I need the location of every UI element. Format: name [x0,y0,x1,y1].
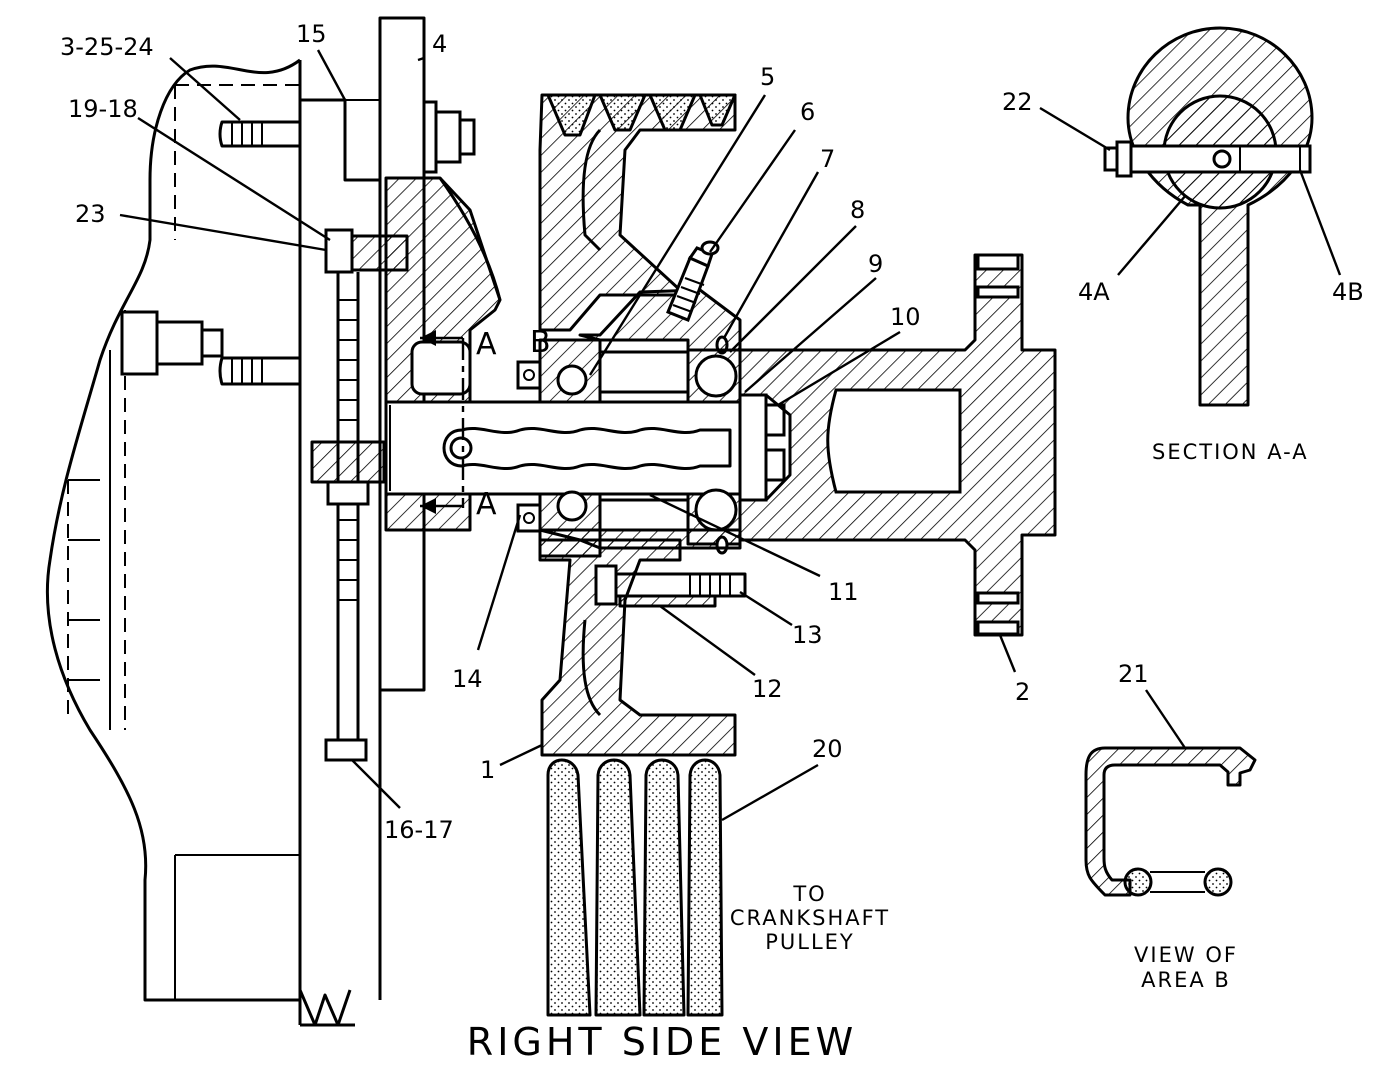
crankshaft-caption-line3: PULLEY [765,930,855,954]
callout-4b: 4B [1332,278,1364,306]
callout-15: 15 [296,20,327,48]
callout-20: 20 [812,735,843,763]
callout-16-17: 16-17 [384,816,454,844]
crankshaft-note: TO CRANKSHAFT PULLEY [730,882,890,954]
callout-4: 4 [432,30,447,58]
callout-9: 9 [868,250,883,278]
crankshaft-caption-line2: CRANKSHAFT [730,906,890,930]
bearings [516,288,742,558]
callout-1: 1 [480,756,495,784]
callout-10: 10 [890,303,921,331]
retainer-plate [738,393,786,502]
fan-adapter [738,253,1057,637]
callout-14: 14 [452,665,483,693]
callout-11: 11 [828,578,859,606]
section-marker-a-lower: A [476,487,497,522]
bearing-housing [384,176,743,532]
section-marker-a-upper: A [476,327,497,362]
callout-19-18: 19-18 [68,95,138,123]
callout-21: 21 [1118,660,1149,688]
view-b-caption-line1: VIEW OF [1134,943,1238,967]
callout-3-25-24: 3-25-24 [60,33,154,61]
callouts: 3-25-24 15 4 19-18 23 5 6 7 8 9 10 11 13… [60,20,1364,844]
callout-2: 2 [1015,678,1030,706]
callout-7: 7 [820,145,835,173]
callout-13: 13 [792,621,823,649]
crankshaft-caption-line1: TO [792,882,826,906]
callout-12: 12 [752,675,783,703]
fan-pulley [538,93,737,757]
v-belts [546,758,724,1017]
view-title: RIGHT SIDE VIEW [467,1020,857,1064]
callout-6: 6 [800,98,815,126]
leader-lines [119,49,1342,822]
section-cut-line: A A B [420,325,551,522]
callout-8: 8 [850,196,865,224]
area-marker-b: B [530,325,551,360]
callout-5: 5 [760,63,775,91]
area-b-detail: VIEW OF AREA B [1084,746,1257,992]
view-b-caption-line2: AREA B [1141,968,1231,992]
callout-22: 22 [1002,88,1033,116]
callout-23: 23 [75,200,106,228]
grease-fitting [666,240,720,322]
section-a-a-label: SECTION A-A [1152,440,1309,464]
section-a-a-detail: SECTION A-A [1103,26,1314,464]
callout-4a: 4A [1078,278,1110,306]
